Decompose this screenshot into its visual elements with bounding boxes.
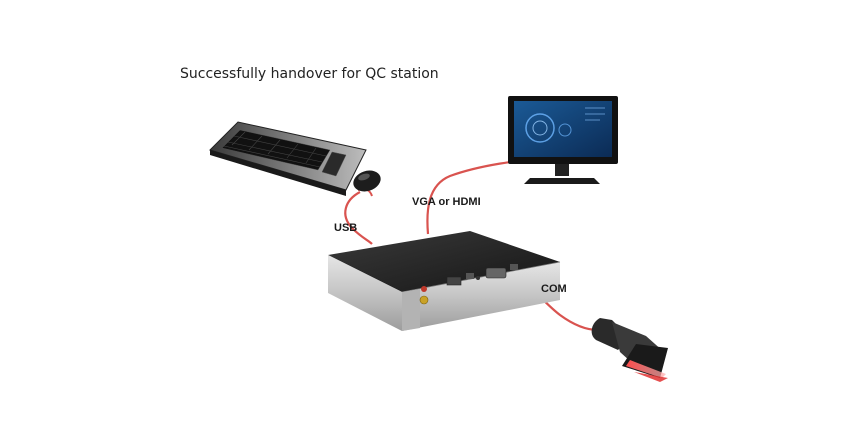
- barcode-scanner-icon: [591, 318, 668, 382]
- mouse-icon: [353, 170, 381, 192]
- com-label: COM: [541, 283, 567, 295]
- diagram-title: Successfully handover for QC station: [180, 66, 439, 82]
- pc-ports: [419, 264, 518, 305]
- usb-label: USB: [334, 222, 358, 234]
- mini-pc-icon: [328, 231, 561, 331]
- video-connection-label: VGA or HDMI: [412, 196, 481, 208]
- monitor-icon: [508, 96, 618, 184]
- scanner-beam: [626, 360, 666, 378]
- usb-cable: [344, 191, 373, 245]
- keyboard-icon: [209, 121, 367, 196]
